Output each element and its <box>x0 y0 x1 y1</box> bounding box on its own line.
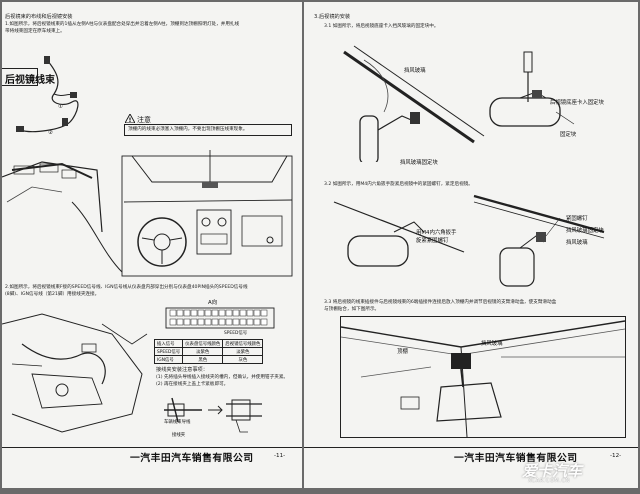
clip-label-connector: 接线夹 <box>172 433 186 438</box>
step2-text-line-2: (8脚)、IGN信号线（第21脚）用接线夹连接。 <box>5 292 100 297</box>
step-3-3-text-line-2: 与顶棚贴合，如下图所示。 <box>324 307 380 312</box>
note-box: 顶棚内的线束必须塞入顶棚内，不要出现顶棚压线束现象。 <box>124 124 292 136</box>
clip-label-vehicle-wire: 车辆线束导线 <box>164 420 191 425</box>
interior-illustration <box>2 150 293 277</box>
intro-text-line-1: 1.如图所示，将后视镜线束的1插从左侧A柱与仪表盘配合处穿出并沿着左侧A柱，顶棚… <box>5 22 240 27</box>
mirror-screw-illustration <box>333 194 605 287</box>
label-windshield: 挡风玻璃 <box>404 68 426 74</box>
right-page-number: -12- <box>610 453 622 459</box>
callout-number-1: ① <box>58 104 63 110</box>
harness-label: 后视镜线束 <box>5 75 55 86</box>
table-cell: SPEED信号 <box>153 347 184 356</box>
step-3-2-text: 3.2 如图所示，用M4内六角扳手旋紧后视镜中的紧固螺钉，紧定后视镜。 <box>324 182 473 187</box>
table-cell: IGN信号 <box>153 355 184 364</box>
step-3-1-text: 3.1 如图所示，将后视镜底座卡入挡风玻璃的固定块中。 <box>324 24 439 29</box>
right-page: 3.后视镜的安装 3.1 如图所示，将后视镜底座卡入挡风玻璃的固定块中。 挡风玻… <box>304 2 638 488</box>
table-header-row: 插入信号 仪表盘信号线颜色 后视镜信号线颜色 <box>153 339 264 348</box>
harness-illustration <box>16 56 79 133</box>
table-header-cell: 插入信号 <box>153 339 184 348</box>
wire-clip-illustration <box>164 397 262 433</box>
intro-text-line-2: 带将线束固定在原车线束上。 <box>5 29 65 34</box>
label-base-into-block: 后视镜底座卡入固定块 <box>550 100 604 106</box>
table-header-cell: 后视镜信号线颜色 <box>222 339 264 348</box>
headliner-photo-frame: 挡风玻璃 顶棚 <box>340 316 626 438</box>
table-row: IGN信号 黑色 灰色 <box>153 355 264 364</box>
speed-signal-label: SPEED信号 <box>224 331 248 336</box>
headliner-illustration <box>341 320 625 437</box>
signal-color-table: 插入信号 仪表盘信号线颜色 后视镜信号线颜色 SPEED信号 淡紫色 淡紫色 I… <box>153 339 264 364</box>
clip-step-1: (1) 先将插头导线插入接线夹的槽内，但确认，并使用钳子夹紧。 <box>156 375 289 380</box>
label-windshield-block: 挡风玻璃固定块 <box>400 160 438 166</box>
connector-pin-diagram <box>165 307 275 329</box>
table-cell: 灰色 <box>222 355 264 364</box>
table-header-cell: 仪表盘信号线颜色 <box>182 339 224 348</box>
step-3-3-text-line-1: 3.3 将后视镜的线束插接件与后视镜线束的6端插接件连接后放入顶棚内并调节后视镜… <box>324 300 557 305</box>
connector-view-label: A向 <box>208 300 218 306</box>
left-footer-company: 一汽丰田汽车销售有限公司 <box>130 453 254 464</box>
label-wrench: 用M4内六角扳手 <box>416 230 457 236</box>
step2-text-line-1: 2.如图所示，将后视镜线束F接的SPEED信号线、IGN信号线从仪表盘内部穿出分… <box>5 285 248 290</box>
right-section-title: 3.后视镜的安装 <box>314 14 351 20</box>
table-cell: 淡紫色 <box>222 347 264 356</box>
table-cell: 黑色 <box>182 355 224 364</box>
left-page-number: -11- <box>274 453 286 459</box>
note-text: 顶棚内的线束必须塞入顶棚内，不要出现顶棚压线束现象。 <box>128 127 248 132</box>
clip-notes-title: 接线夹安装注意事项： <box>156 367 208 373</box>
left-page-title: 后视镜束的布线和后视镜安装 <box>5 14 73 20</box>
table-row: SPEED信号 淡紫色 淡紫色 <box>153 347 264 356</box>
label-windshield-3: 挡风玻璃 <box>481 341 503 347</box>
label-windshield-2: 挡风玻璃 <box>566 240 588 246</box>
right-footer-company: 一汽丰田汽车销售有限公司 <box>454 453 578 464</box>
svg-text:!: ! <box>129 117 132 123</box>
label-tighten-screw: 旋紧紧固螺钉 <box>416 238 449 244</box>
mirror-install-illustration <box>343 45 575 162</box>
table-cell: 淡紫色 <box>182 347 224 356</box>
label-windshield-block-2: 挡风玻璃固定块 <box>566 228 604 234</box>
left-page: 后视镜束的布线和后视镜安装 1.如图所示，将后视镜线束的1插从左侧A柱与仪表盘配… <box>2 2 302 488</box>
wiring-illustration <box>2 313 148 433</box>
label-screw: 紧固螺钉 <box>566 216 588 222</box>
watermark-site: XCAR.COM.CN <box>528 478 571 484</box>
label-fixed-block: 固定块 <box>560 132 577 138</box>
note-title: 注意 <box>137 116 151 124</box>
clip-step-2: (2) 再在接线夹上盖上卡紧板即可。 <box>156 382 229 387</box>
label-headliner: 顶棚 <box>397 349 408 355</box>
warning-icon: ! <box>125 114 135 123</box>
callout-number-2: ② <box>48 130 53 136</box>
watermark-brand: 爱卡汽车 <box>522 462 583 480</box>
